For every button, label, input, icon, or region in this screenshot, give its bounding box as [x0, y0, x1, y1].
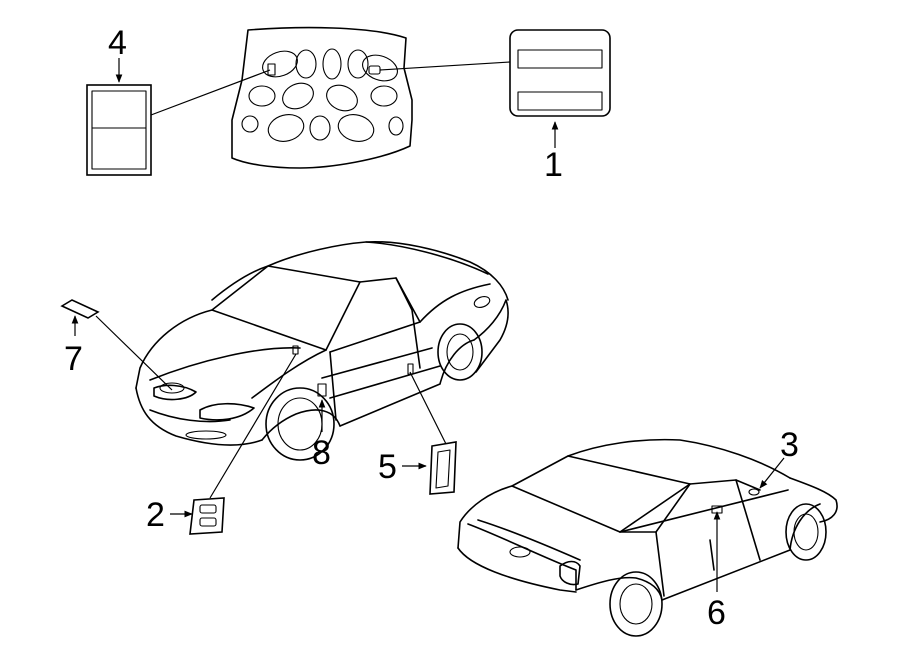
label-1-part	[379, 29, 611, 117]
coupe-drawing	[135, 240, 509, 461]
label-4-part	[86, 69, 271, 176]
label-2-part	[189, 353, 297, 535]
sedan-label-3-location	[748, 488, 760, 496]
coupe-label-8-location	[317, 383, 327, 397]
callout-3-arrow	[759, 457, 785, 489]
callout-1: 1	[544, 146, 563, 184]
callout-5: 5	[378, 448, 397, 486]
callout-7: 7	[64, 340, 83, 378]
callout-6: 6	[707, 594, 726, 632]
callout-4: 4	[108, 24, 127, 62]
callout-2: 2	[146, 496, 165, 534]
hood-label-1-location	[368, 65, 381, 75]
callout-8: 8	[312, 434, 331, 472]
sedan-drawing	[457, 438, 838, 637]
hood-drawing	[231, 26, 413, 169]
label-5-part	[409, 371, 457, 495]
label-7-part	[60, 299, 173, 391]
callout-3: 3	[780, 426, 799, 464]
hood-label-4-location	[267, 63, 276, 76]
